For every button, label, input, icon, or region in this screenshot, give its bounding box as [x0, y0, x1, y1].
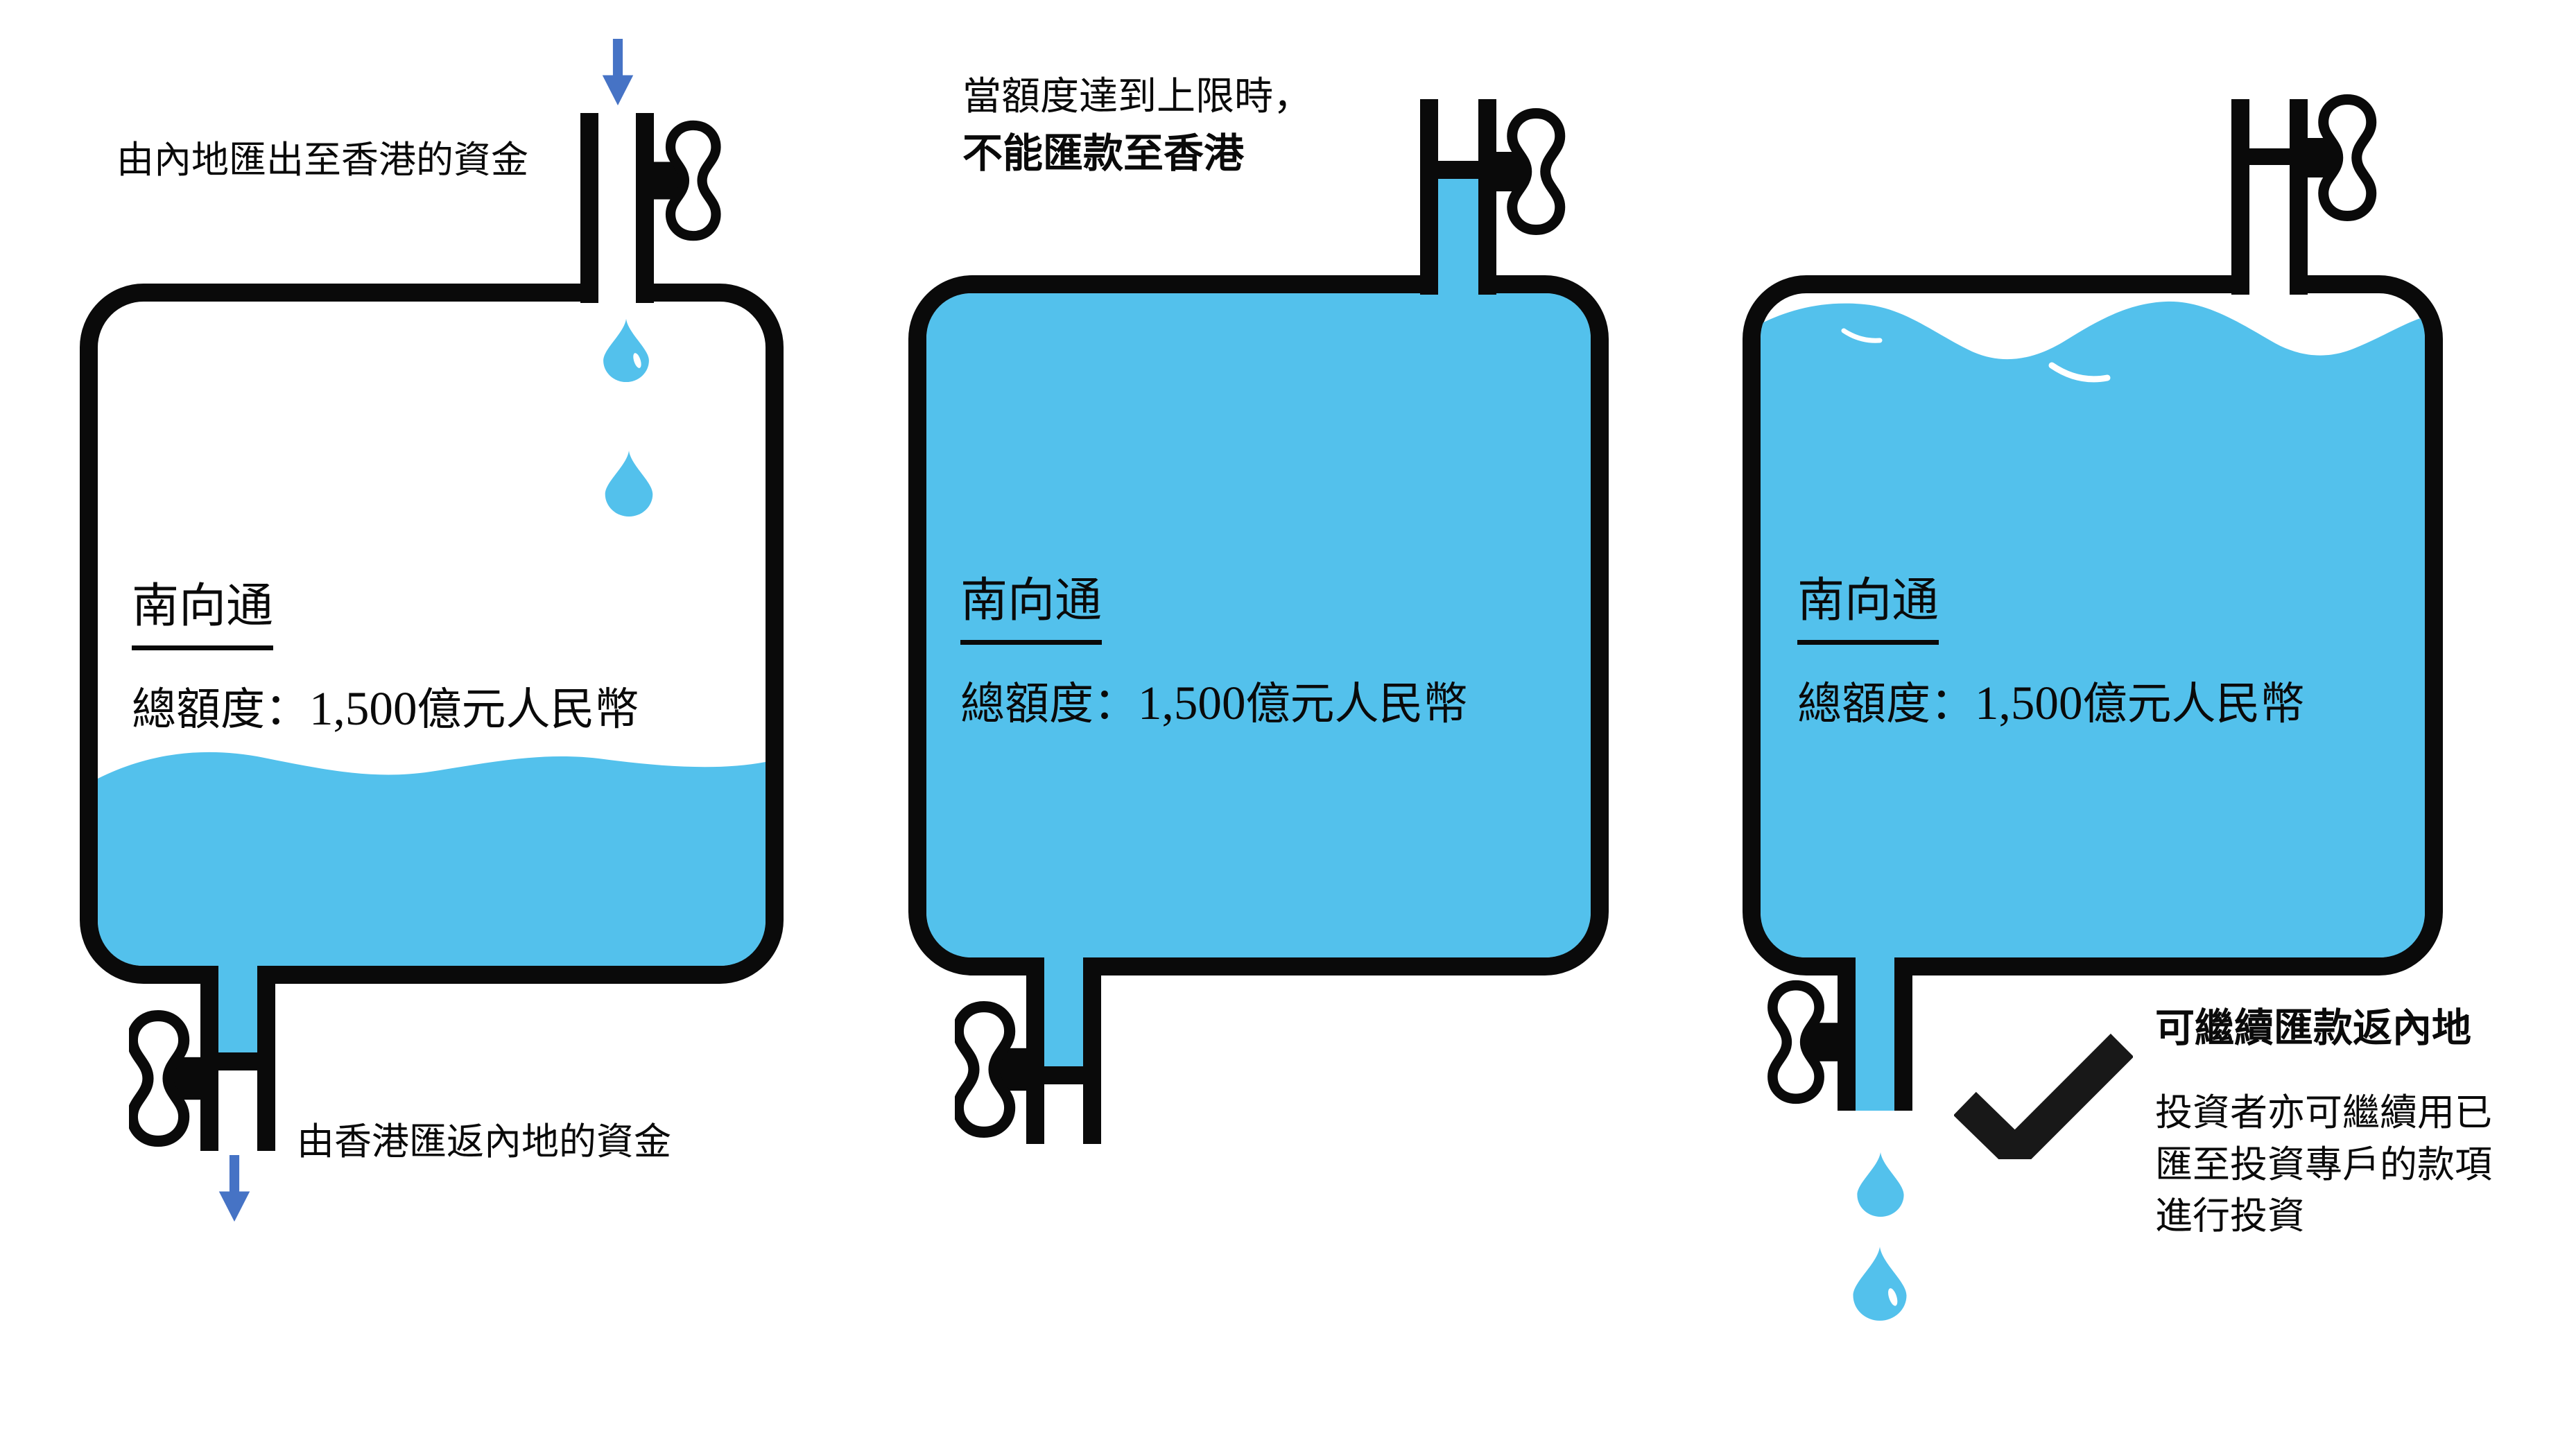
tank2-note-line2: 不能匯款至香港 — [962, 131, 1245, 176]
tank3-outlet-valve-icon — [1767, 980, 1839, 1104]
tank1-outlet-valve-icon — [129, 1009, 202, 1147]
water-drop-icon — [1857, 1152, 1904, 1217]
tank1-quota: 總額度：1,500億元人民幣 — [132, 682, 639, 735]
tank2-inlet-valve-icon — [1493, 108, 1566, 235]
tank1-name: 南向通 — [132, 567, 274, 650]
inflow-arrow-icon — [602, 39, 634, 105]
tank2-inlet-pipe-left-wall — [1420, 99, 1438, 295]
tank2-inlet-pipe-opening — [1438, 99, 1478, 161]
tank2-quota: 總額度：1,500億元人民幣 — [960, 676, 1468, 729]
tank3-text: 南向通 總額度：1,500億元人民幣 — [1797, 562, 2305, 732]
tank3-note-title: 可繼續匯款返內地 — [2155, 1006, 2471, 1050]
tank2-name: 南向通 — [960, 562, 1103, 645]
tank3-interior — [1761, 293, 2425, 957]
tank2-outlet-water — [1044, 954, 1083, 1066]
tank2-inlet-pipe-right-wall — [1478, 99, 1496, 295]
tank1-outlet-valve-plate — [200, 1052, 275, 1070]
tank3-outlet-water — [1856, 954, 1894, 1111]
tank1-text: 南向通 總額度：1,500億元人民幣 — [132, 567, 639, 738]
tank3-note-line1: 投資者亦可繼續用已 — [2155, 1092, 2492, 1134]
tank2-note-line1: 當額度達到上限時， — [962, 74, 1312, 118]
tank1-outlet-water — [218, 962, 257, 1052]
tank2-interior — [926, 293, 1591, 957]
tank1-inflow-label: 由內地匯出至香港的資金 — [116, 139, 528, 181]
tank3-inlet-pipe-right-wall — [2290, 99, 2308, 295]
tank3-body — [1743, 275, 2443, 975]
tank3-name: 南向通 — [1797, 562, 1939, 645]
outflow-arrow-icon — [218, 1155, 250, 1222]
tank1-inlet-pipe-right-wall — [636, 113, 654, 303]
tank3-note-line3: 進行投資 — [2155, 1195, 2305, 1238]
checkmark-icon — [1954, 1033, 2133, 1159]
tank3-inlet-valve-plate — [2231, 148, 2308, 165]
water-drop-icon — [1853, 1247, 1907, 1321]
tank3-quota: 總額度：1,500億元人民幣 — [1797, 676, 2305, 729]
tank2-inlet-backed-water — [1438, 179, 1478, 297]
tank3-note-paragraph: 投資者亦可繼續用已 匯至投資專戶的款項 進行投資 — [2155, 1087, 2492, 1242]
water-drop-icon — [603, 318, 649, 383]
tank1-inlet-pipe-opening — [598, 113, 636, 304]
tank3-inlet-valve-icon — [2304, 94, 2377, 221]
tank2-outlet-pipe-right-wall — [1083, 975, 1101, 1144]
tank2-inlet-valve-plate — [1420, 161, 1496, 179]
tank1-outflow-label: 由香港匯返內地的資金 — [297, 1121, 671, 1163]
tank2-outlet-pipe-left-wall — [1026, 975, 1044, 1144]
tank3-inlet-pipe-left-wall — [2231, 99, 2249, 295]
tank3-outlet-pipe-right-wall — [1894, 975, 1912, 1111]
tank1-body — [80, 284, 784, 984]
tank1-interior — [98, 302, 766, 966]
tank3-water — [1761, 301, 2425, 957]
water-drop-icon — [605, 450, 653, 517]
tank3-note-line2: 匯至投資專戶的款項 — [2155, 1143, 2492, 1186]
tank1-inlet-valve-icon — [651, 120, 721, 241]
tank2-outlet-valve-icon — [955, 1000, 1028, 1138]
tank3-inlet-pipe-opening — [2249, 99, 2290, 295]
tank3-outlet-pipe-left-wall — [1838, 975, 1856, 1111]
tank1-water — [98, 752, 766, 966]
tank2-outlet-valve-plate — [1026, 1066, 1101, 1084]
tank2-text: 南向通 總額度：1,500億元人民幣 — [960, 562, 1468, 732]
tank1-inlet-pipe-left-wall — [580, 113, 598, 303]
